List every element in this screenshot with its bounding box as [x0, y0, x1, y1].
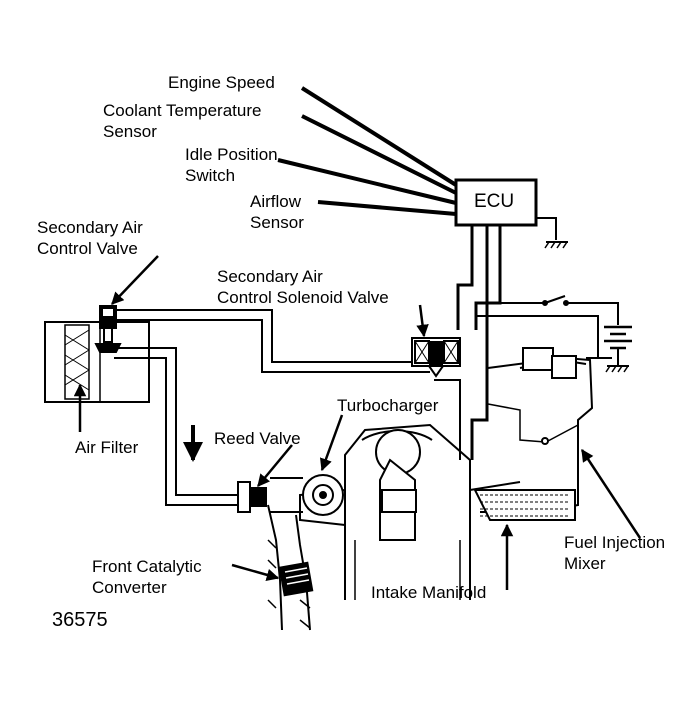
callout-arrows	[73, 255, 642, 590]
label-reed-valve: Reed Valve	[214, 429, 301, 448]
wire-idle	[277, 158, 457, 205]
label-airflow-line1: Airflow	[250, 192, 302, 211]
switch-blade	[544, 295, 566, 304]
label-sec-air-valve-line2: Control Valve	[37, 239, 138, 258]
label-coolant-line2: Sensor	[103, 122, 157, 141]
arrow-sec-air-valve	[111, 255, 159, 305]
arrow-catalytic	[231, 563, 280, 581]
arrow-solenoid	[416, 304, 429, 338]
reed-valve	[237, 481, 267, 513]
label-ecu: ECU	[474, 191, 515, 212]
label-intake-manifold: Intake Manifold	[371, 583, 487, 602]
label-fuel-injection-mixer: Fuel Injection Mixer	[564, 532, 665, 574]
label-idle-line2: Switch	[185, 166, 236, 185]
label-air-filter: Air Filter	[75, 438, 139, 457]
label-idle-line1: Idle Position	[185, 145, 278, 164]
label-fuel-inj-line1: Fuel Injection	[564, 533, 666, 552]
engine-block	[299, 423, 521, 600]
label-sec-air-control-valve: Secondary Air Control Valve	[37, 217, 143, 259]
label-airflow-sensor: Airflow Sensor	[250, 191, 304, 233]
label-engine-speed: Engine Speed	[168, 73, 275, 92]
label-coolant-line1: Coolant Temperature	[103, 101, 262, 120]
solenoid-valve	[411, 337, 461, 378]
figure-number: 36575	[52, 609, 108, 631]
front-catalytic-converter	[278, 561, 314, 597]
label-solenoid-line1: Secondary Air	[217, 267, 323, 286]
label-front-catalytic-converter: Front Catalytic Converter	[92, 556, 202, 598]
wire-engine-speed	[300, 86, 458, 187]
ecu-group	[277, 86, 568, 460]
label-sec-air-valve-line1: Secondary Air	[37, 218, 143, 237]
wire-ecu-solenoid	[456, 225, 474, 330]
label-turbocharger: Turbocharger	[337, 396, 439, 415]
label-catalytic-line1: Front Catalytic	[92, 557, 202, 576]
secondary-air-pipes	[114, 309, 461, 506]
secondary-air-control-valve	[94, 305, 122, 353]
arrow-fuel-injection	[580, 448, 642, 539]
label-fuel-inj-line2: Mixer	[564, 554, 606, 573]
label-airflow-line2: Sensor	[250, 213, 304, 232]
air-filter	[44, 321, 150, 403]
arrow-turbo	[319, 414, 344, 472]
wire-coolant	[301, 114, 457, 195]
label-coolant-sensor: Coolant Temperature Sensor	[103, 100, 261, 142]
battery-circuit	[476, 295, 632, 373]
label-catalytic-line2: Converter	[92, 578, 167, 597]
fuel-injection-mixer	[473, 347, 594, 521]
label-solenoid-valve: Secondary Air Control Solenoid Valve	[217, 266, 389, 308]
wire-airflow	[317, 200, 457, 216]
wire-ecu-mixer	[470, 225, 489, 460]
label-solenoid-line2: Control Solenoid Valve	[217, 288, 389, 307]
turbocharger-group	[267, 474, 344, 631]
arrow-reed-valve	[257, 444, 293, 487]
label-idle-switch: Idle Position Switch	[185, 144, 278, 186]
ecu-ground-wire	[536, 217, 557, 240]
